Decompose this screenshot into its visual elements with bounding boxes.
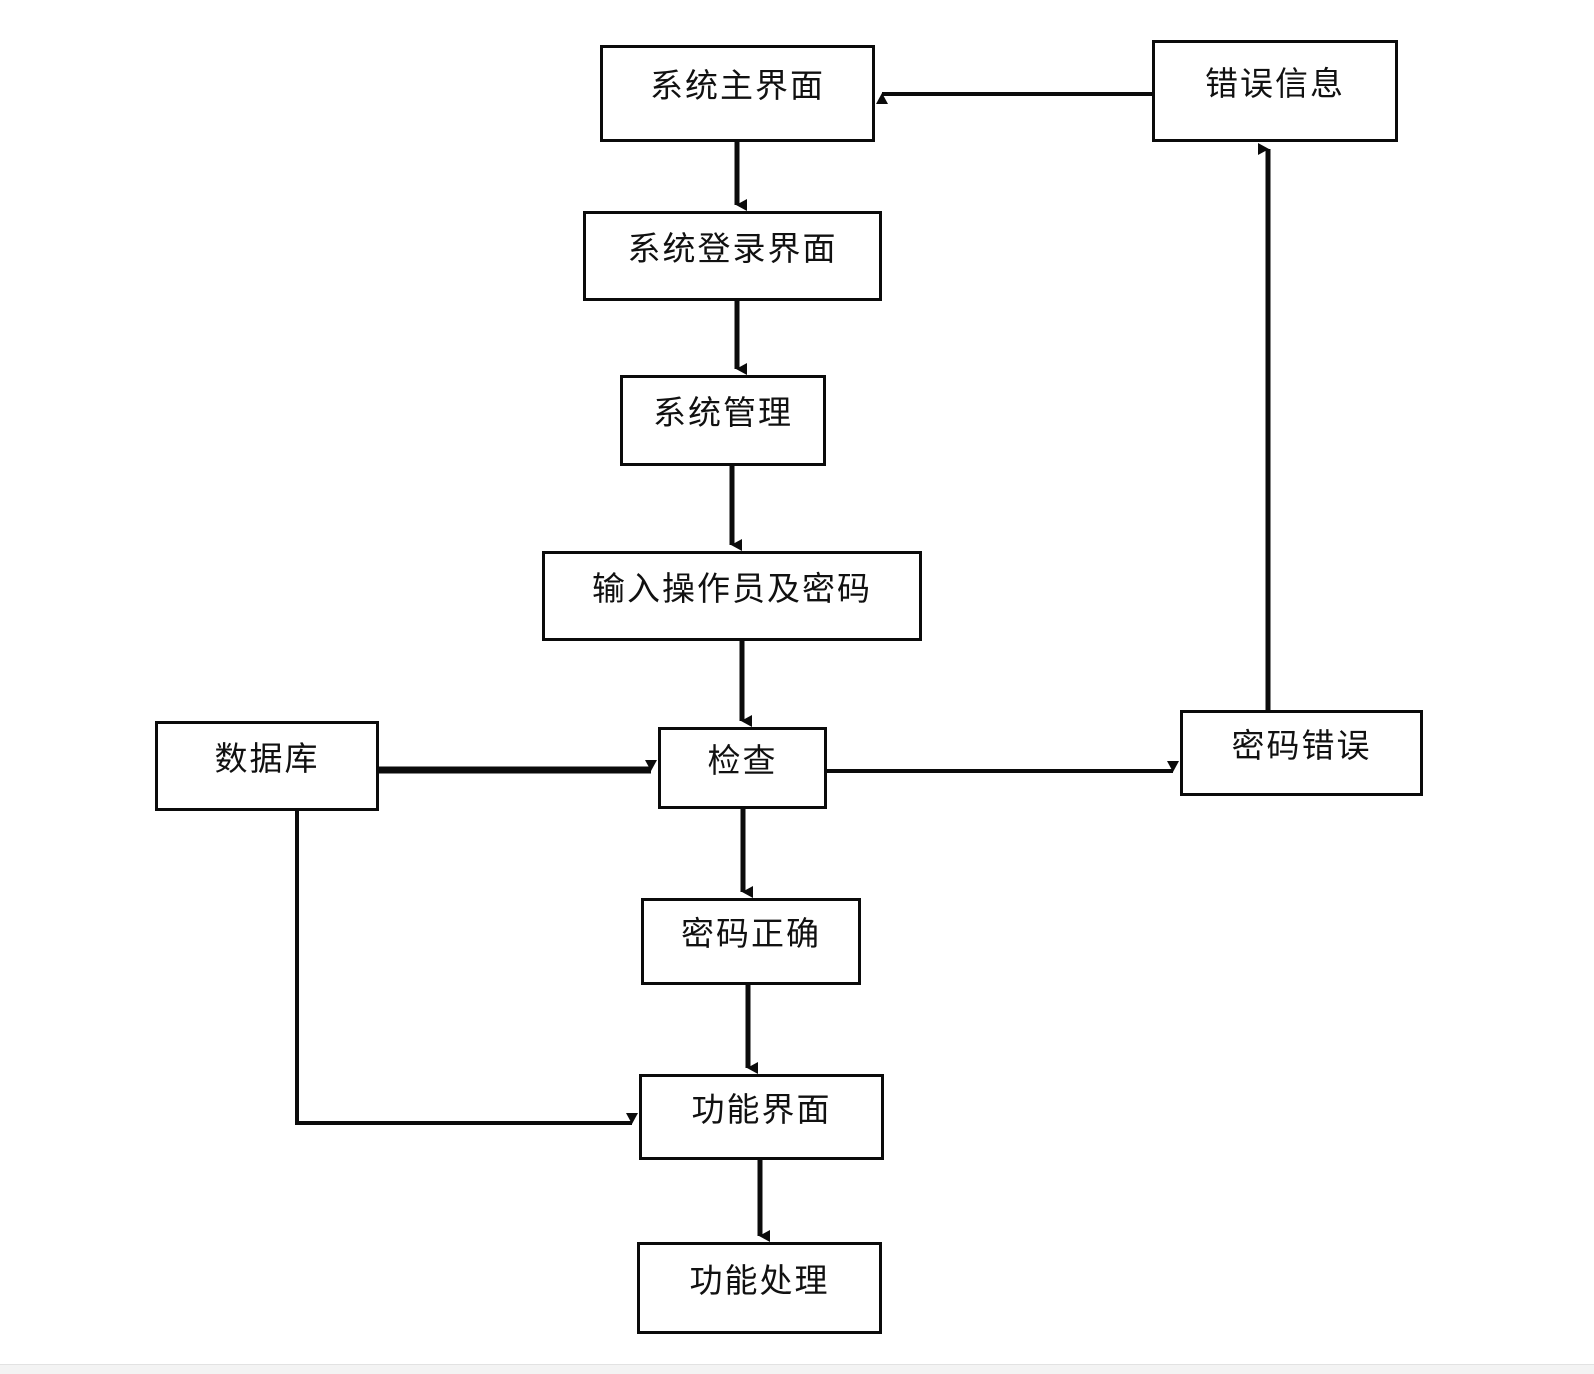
node-check-label: 检查 bbox=[707, 740, 778, 780]
node-database-label: 数据库 bbox=[214, 738, 320, 778]
node-input-credentials[interactable]: 输入操作员及密码 bbox=[542, 551, 922, 641]
node-password-error-label: 密码错误 bbox=[1231, 725, 1372, 765]
node-password-error[interactable]: 密码错误 bbox=[1180, 710, 1423, 796]
page-bottom-strip bbox=[0, 1364, 1594, 1374]
node-function-ui-label: 功能界面 bbox=[691, 1089, 832, 1129]
node-function-ui[interactable]: 功能界面 bbox=[639, 1074, 884, 1160]
node-login-ui[interactable]: 系统登录界面 bbox=[583, 211, 882, 301]
node-function-process-label: 功能处理 bbox=[689, 1260, 830, 1300]
node-input-credentials-label: 输入操作员及密码 bbox=[592, 568, 872, 608]
node-password-correct-label: 密码正确 bbox=[681, 914, 821, 953]
node-main-ui[interactable]: 系统主界面 bbox=[600, 45, 875, 142]
node-system-management-label: 系统管理 bbox=[653, 393, 793, 432]
node-database[interactable]: 数据库 bbox=[155, 721, 379, 811]
node-function-process[interactable]: 功能处理 bbox=[637, 1242, 882, 1334]
edge-db-to-funcui bbox=[295, 811, 638, 1125]
node-login-ui-label: 系统登录界面 bbox=[627, 228, 838, 268]
node-main-ui-label: 系统主界面 bbox=[650, 66, 825, 105]
node-system-management[interactable]: 系统管理 bbox=[620, 375, 826, 466]
node-error-message[interactable]: 错误信息 bbox=[1152, 40, 1398, 142]
node-error-message-label: 错误信息 bbox=[1205, 63, 1345, 103]
node-check[interactable]: 检查 bbox=[658, 727, 827, 809]
node-password-correct[interactable]: 密码正确 bbox=[641, 898, 861, 985]
